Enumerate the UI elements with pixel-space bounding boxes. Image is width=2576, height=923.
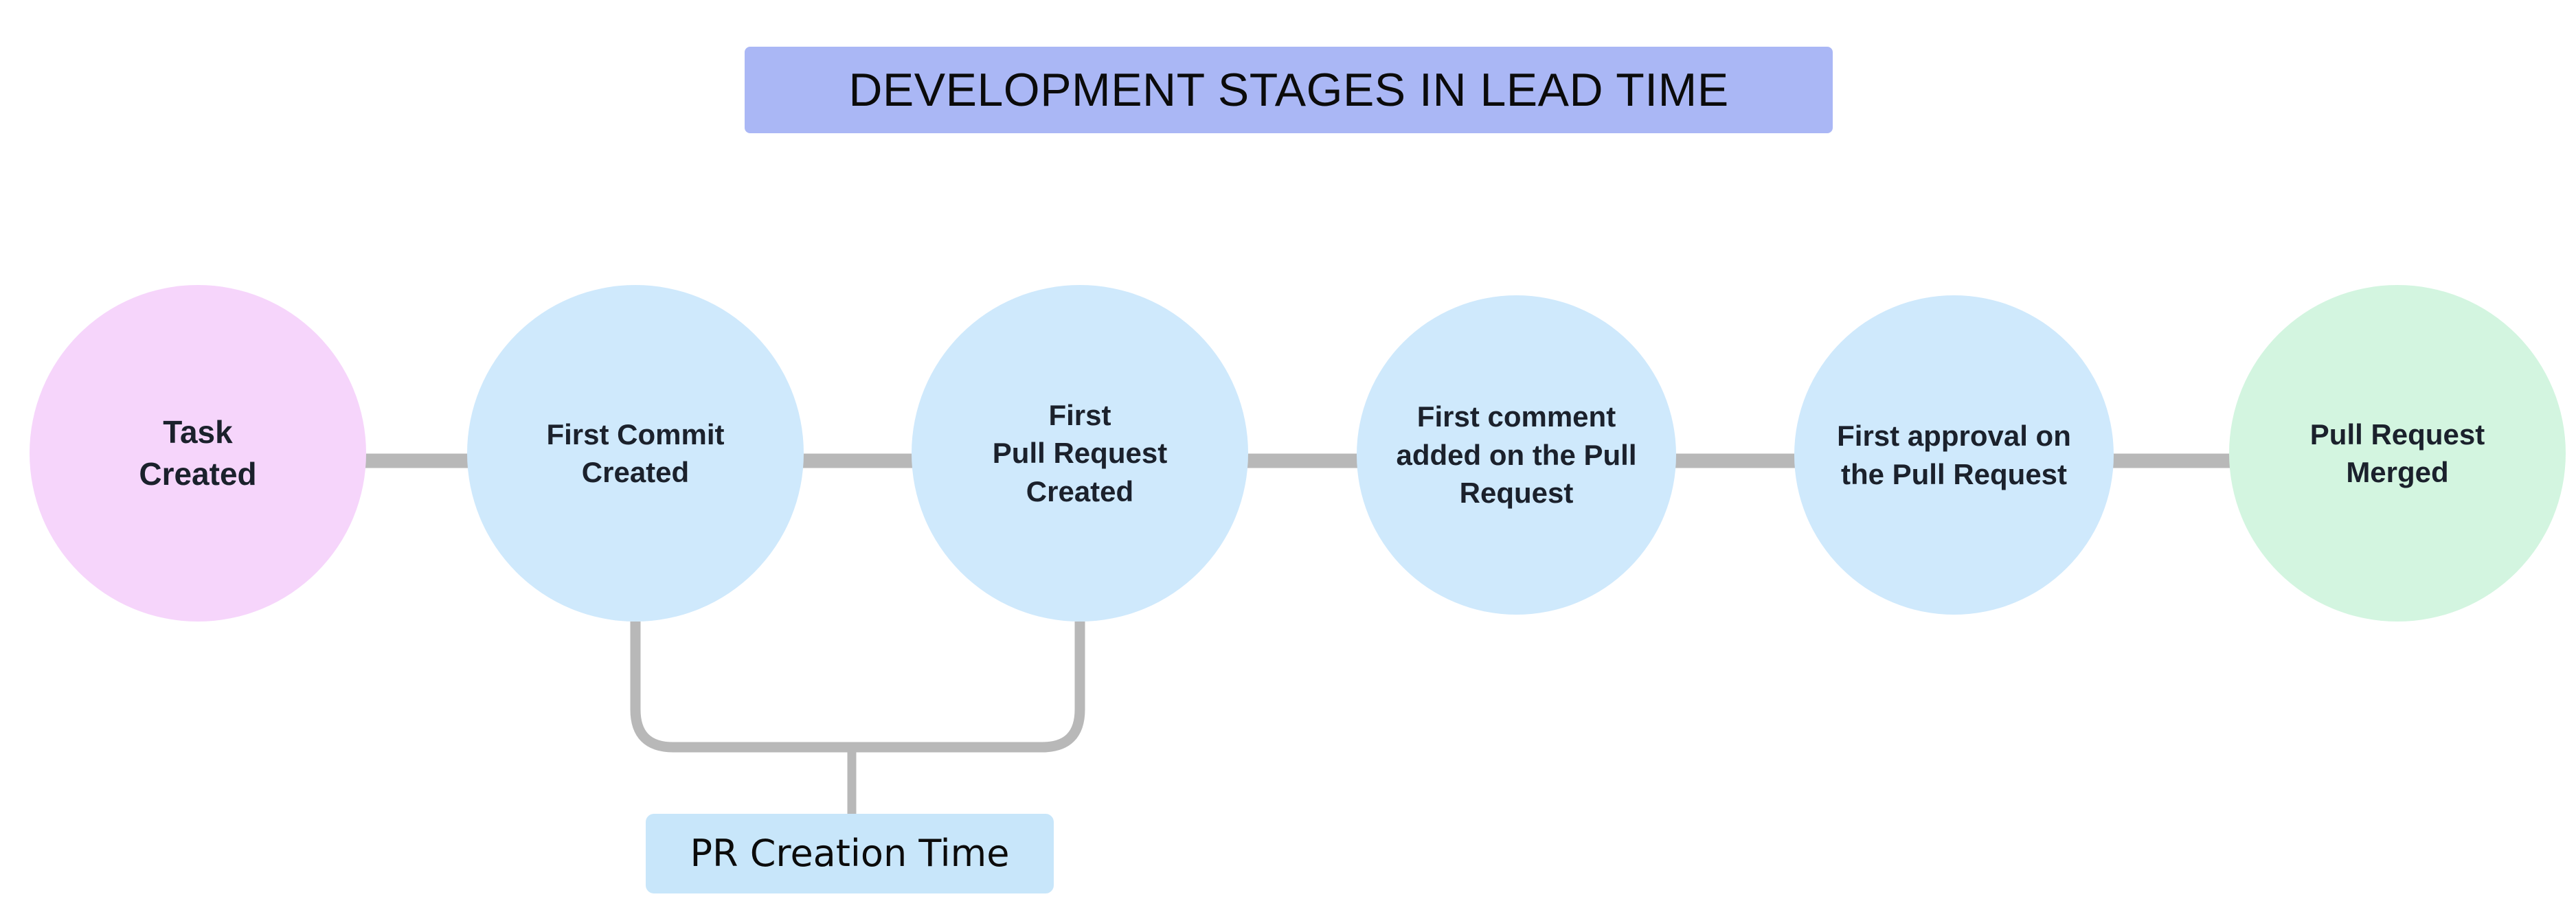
annotation-bracket (630, 622, 1085, 753)
annotation-label: PR Creation Time (690, 832, 1010, 875)
node-label: First Commit Created (546, 418, 725, 488)
annotation-pr-creation-time[interactable]: PR Creation Time (646, 814, 1054, 893)
node-first-comment[interactable]: First comment added on the Pull Request (1357, 295, 1676, 615)
node-first-commit[interactable]: First Commit Created (467, 285, 804, 622)
node-first-pull-request[interactable]: First Pull Request Created (912, 285, 1248, 622)
node-label: First Pull Request Created (992, 398, 1168, 508)
node-label: First comment added on the Pull Request (1396, 400, 1637, 510)
node-label: First approval on the Pull Request (1837, 420, 2071, 490)
page-title: DEVELOPMENT STAGES IN LEAD TIME (848, 64, 1729, 116)
diagram-title-banner: DEVELOPMENT STAGES IN LEAD TIME (745, 47, 1833, 133)
node-task-created[interactable]: Task Created (30, 285, 366, 622)
node-label: Pull Request Merged (2309, 418, 2485, 488)
node-pull-request-merged[interactable]: Pull Request Merged (2229, 285, 2566, 622)
node-label: Task Created (139, 414, 257, 492)
node-first-approval[interactable]: First approval on the Pull Request (1794, 295, 2114, 615)
